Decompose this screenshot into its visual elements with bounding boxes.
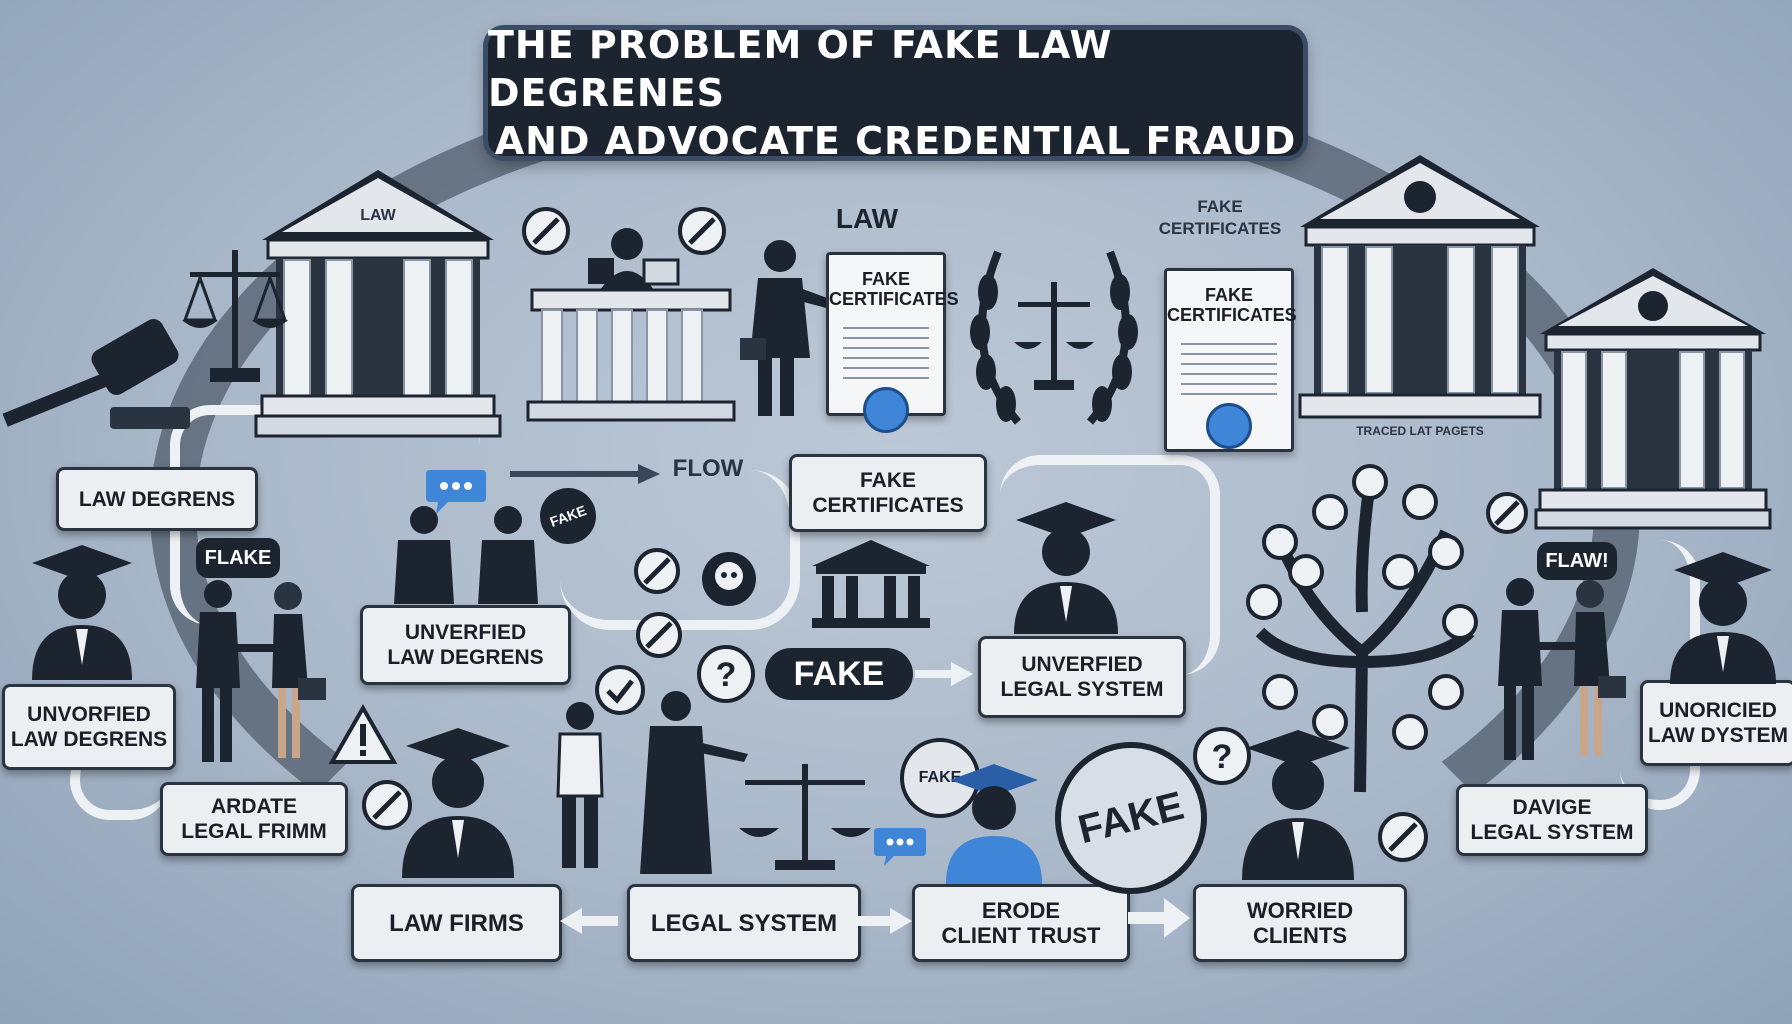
- certificate-title: FAKE CERTIFICATES: [829, 269, 959, 309]
- arrow-left-icon: [560, 908, 618, 934]
- law-building-label: LAW: [360, 207, 396, 224]
- fake-certificate: FAKE CERTIFICATES: [1164, 268, 1297, 452]
- arrow-right-icon: [1128, 898, 1190, 938]
- graduate-icon: [402, 728, 514, 878]
- cross-circle-icon: [362, 780, 412, 830]
- certificates-header: FAKE CERTIFICATES: [1158, 197, 1282, 238]
- question-icon: ?: [697, 645, 755, 703]
- box-label-line: UNVERFIED: [1021, 653, 1143, 676]
- cross-circle-icon: [522, 207, 570, 255]
- graduate-icon: [32, 545, 132, 680]
- fake-pill: FAKE: [765, 648, 913, 700]
- arrow-right-icon: [915, 662, 973, 686]
- seal-icon: [1206, 403, 1252, 449]
- title-line-1: THE PROBLEM OF FAKE LAW DEGRENES: [488, 23, 1113, 115]
- flake-tag: FLAKE: [196, 538, 280, 578]
- box-label-line: ARDATE: [211, 795, 297, 818]
- box-label-line: UNVORFIED: [27, 703, 151, 726]
- box-label-line: WORRIED: [1246, 898, 1354, 923]
- law-firms-box: LAW FIRMS: [351, 884, 562, 962]
- arrow-right-icon: [856, 908, 912, 934]
- courthouse-icon: [254, 170, 502, 438]
- box-label-line: LAW DEGRENS: [387, 646, 544, 669]
- graduate-icon: [946, 764, 1042, 884]
- unverified-law-degrens-box: UNVERFIED LAW DEGRENS: [360, 605, 571, 685]
- arrow-right-icon: [510, 464, 660, 484]
- box-label-line: DAVIGE: [1512, 796, 1592, 819]
- certificate-title: FAKE CERTIFICATES: [1167, 285, 1297, 325]
- graduate-icon: [1670, 552, 1776, 684]
- svg-text:?: ?: [1212, 738, 1233, 776]
- handshake-icon: [1498, 578, 1626, 760]
- business-people-icon: [394, 506, 538, 604]
- certificate-lines: [843, 319, 929, 379]
- ardate-legal-frimm-box: ARDATE LEGAL FRIMM: [160, 782, 348, 856]
- box-label-line: UNVERFIED: [404, 621, 527, 644]
- speech-bubble-icon: [426, 470, 486, 514]
- legal-system-box: LEGAL SYSTEM: [627, 884, 861, 962]
- warning-icon: [328, 703, 398, 764]
- right-building-plaque: TRACED LAT PAGETS: [1356, 424, 1484, 438]
- courthouse-icon: [1534, 268, 1772, 530]
- seal-icon: [863, 387, 909, 433]
- davige-legal-system-box: DAVIGE LEGAL SYSTEM: [1456, 784, 1648, 856]
- skull-icon: [702, 552, 756, 606]
- flow-connector: [70, 740, 170, 820]
- fake-certificate: FAKE CERTIFICATES: [826, 252, 959, 433]
- laurel-icon: [970, 250, 1138, 425]
- courthouse-icon: [1298, 155, 1542, 419]
- tree-icon: [1246, 464, 1478, 793]
- title-line-2: AND ADVOCATE CREDENTIAL FRAUD: [494, 119, 1297, 163]
- box-label-line: LAW DYSTEM: [1648, 724, 1788, 747]
- box-label-line: CLIENT TRUST: [941, 923, 1101, 948]
- scales-icon: [739, 764, 871, 870]
- graduate-icon: [1014, 502, 1118, 634]
- erode-client-trust-box: ERODE CLIENT TRUST: [912, 884, 1130, 962]
- unvorfied-law-degrens-box: UNVORFIED LAW DEGRENS: [2, 684, 176, 770]
- box-label-line: LAW FIRMS: [389, 909, 524, 937]
- flow-connector: [1000, 455, 1220, 675]
- box-label-line: UNORICIED: [1659, 699, 1777, 722]
- cross-circle-icon: [1378, 812, 1428, 862]
- unverified-legal-system-box: UNVERFIED LEGAL SYSTEM: [978, 636, 1186, 718]
- cross-circle-icon: [634, 548, 680, 594]
- box-label-line: LEGAL SYSTEM: [650, 909, 838, 937]
- worried-clients-box: WORRIED CLIENTS: [1193, 884, 1407, 962]
- box-label-line: CLIENTS: [1252, 923, 1348, 948]
- fake-certificates-box: FAKE CERTIFICATES: [789, 454, 987, 532]
- flow-label: FLOW: [672, 455, 744, 482]
- presenter-icon: [740, 240, 838, 416]
- box-label-line: LEGAL SYSTEM: [1470, 821, 1634, 844]
- box-label: LAW DEGRENS: [78, 487, 236, 511]
- judge-icon: [640, 691, 748, 874]
- check-icon: [595, 665, 645, 715]
- worried-person-icon: [556, 702, 604, 868]
- gavel-icon: [2, 319, 190, 429]
- handshake-icon: [196, 580, 326, 762]
- box-label-line: LEGAL SYSTEM: [1000, 678, 1164, 701]
- law-sign-label: LAW: [835, 203, 899, 234]
- unoricied-law-dystem-box: UNORICIED LAW DYSTEM: [1640, 680, 1792, 766]
- scales-icon: [182, 250, 288, 382]
- cross-circle-icon: [636, 612, 682, 658]
- svg-text:?: ?: [716, 656, 737, 694]
- box-label-line: FAKE CERTIFICATES: [812, 469, 964, 517]
- page-title: THE PROBLEM OF FAKE LAW DEGRENES AND ADV…: [488, 23, 1303, 163]
- certificate-lines: [1181, 335, 1277, 395]
- speech-bubble-icon: [874, 828, 926, 866]
- box-label-line: ERODE: [981, 898, 1061, 923]
- flow-connector: [560, 470, 800, 630]
- law-degrens-box: LAW DEGRENS: [56, 467, 258, 531]
- question-icon: ?: [1193, 727, 1251, 785]
- box-label-line: LEGAL FRIMM: [181, 820, 327, 843]
- box-label-line: LAW DEGRENS: [10, 728, 168, 751]
- courthouse-icon: [812, 540, 930, 628]
- courthouse-icon: [526, 228, 736, 422]
- stamp-text: FAKE: [1073, 783, 1188, 852]
- flaw-tag: FLAW!: [1537, 542, 1617, 580]
- graduate-icon: [1242, 730, 1354, 880]
- cross-circle-icon: [1486, 492, 1528, 534]
- cross-circle-icon: [678, 207, 726, 255]
